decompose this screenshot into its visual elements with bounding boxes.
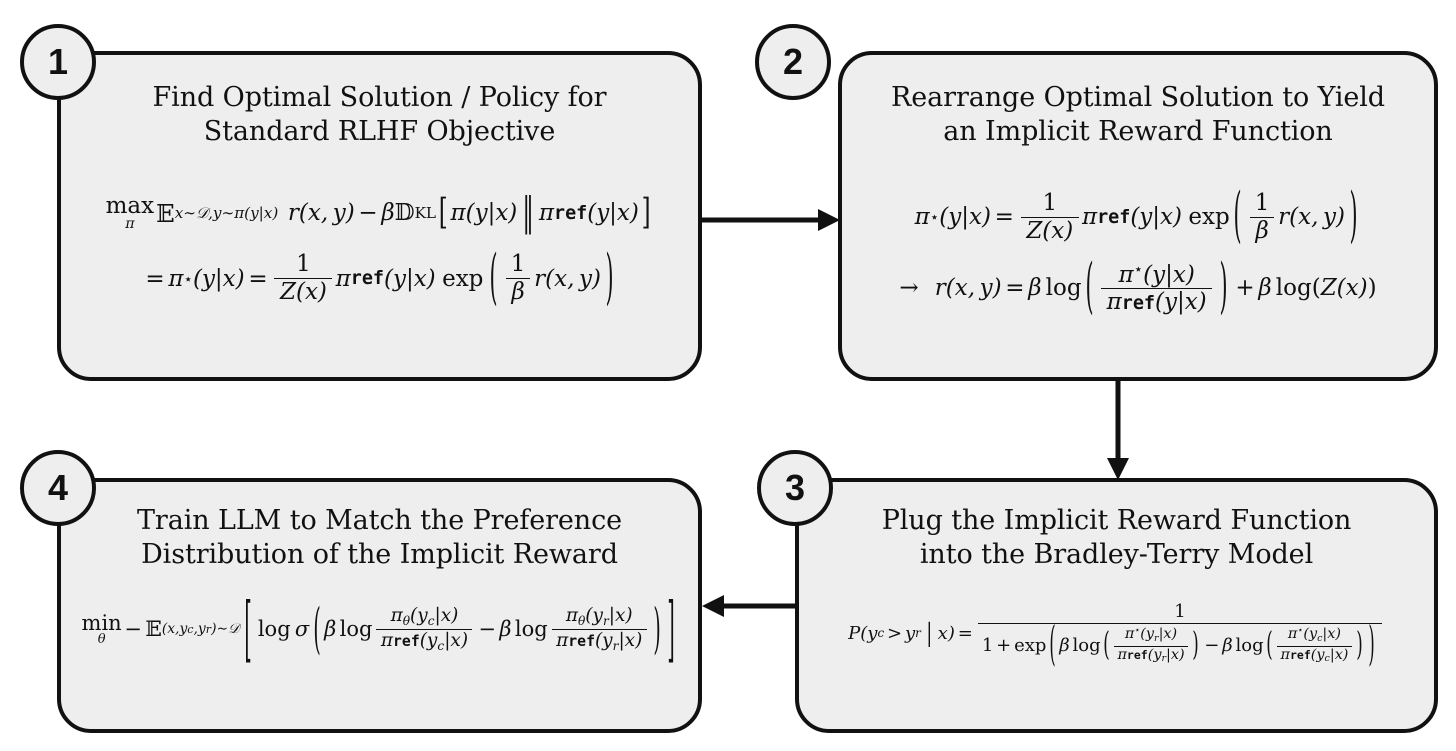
- step-badge-4-label: 4: [47, 467, 69, 508]
- arrow-step2-to-step3: [1098, 378, 1138, 482]
- step-box-1[interactable]: Find Optimal Solution / Policy for Stand…: [57, 51, 702, 381]
- step-badge-4: 4: [20, 450, 96, 526]
- step-badge-1-label: 1: [47, 41, 69, 82]
- step-badge-3-label: 3: [784, 467, 806, 508]
- step-badge-3: 3: [757, 450, 833, 526]
- step-box-2[interactable]: Rearrange Optimal Solution to Yield an I…: [838, 51, 1438, 381]
- step-badge-2-label: 2: [782, 41, 804, 82]
- step-box-3[interactable]: Plug the Implicit Reward Function into t…: [795, 478, 1438, 733]
- step-badge-1: 1: [20, 24, 96, 100]
- step-title-1: Find Optimal Solution / Policy for Stand…: [152, 82, 607, 148]
- step-title-4: Train LLM to Match the Preference Distri…: [137, 505, 622, 571]
- step-title-2: Rearrange Optimal Solution to Yield an I…: [891, 82, 1385, 148]
- step-badge-2: 2: [755, 24, 831, 100]
- arrow-step3-to-step4: [700, 586, 798, 626]
- step-title-3: Plug the Implicit Reward Function into t…: [881, 505, 1352, 571]
- step-box-4[interactable]: Train LLM to Match the Preference Distri…: [57, 478, 702, 733]
- arrow-step1-to-step2: [700, 200, 842, 240]
